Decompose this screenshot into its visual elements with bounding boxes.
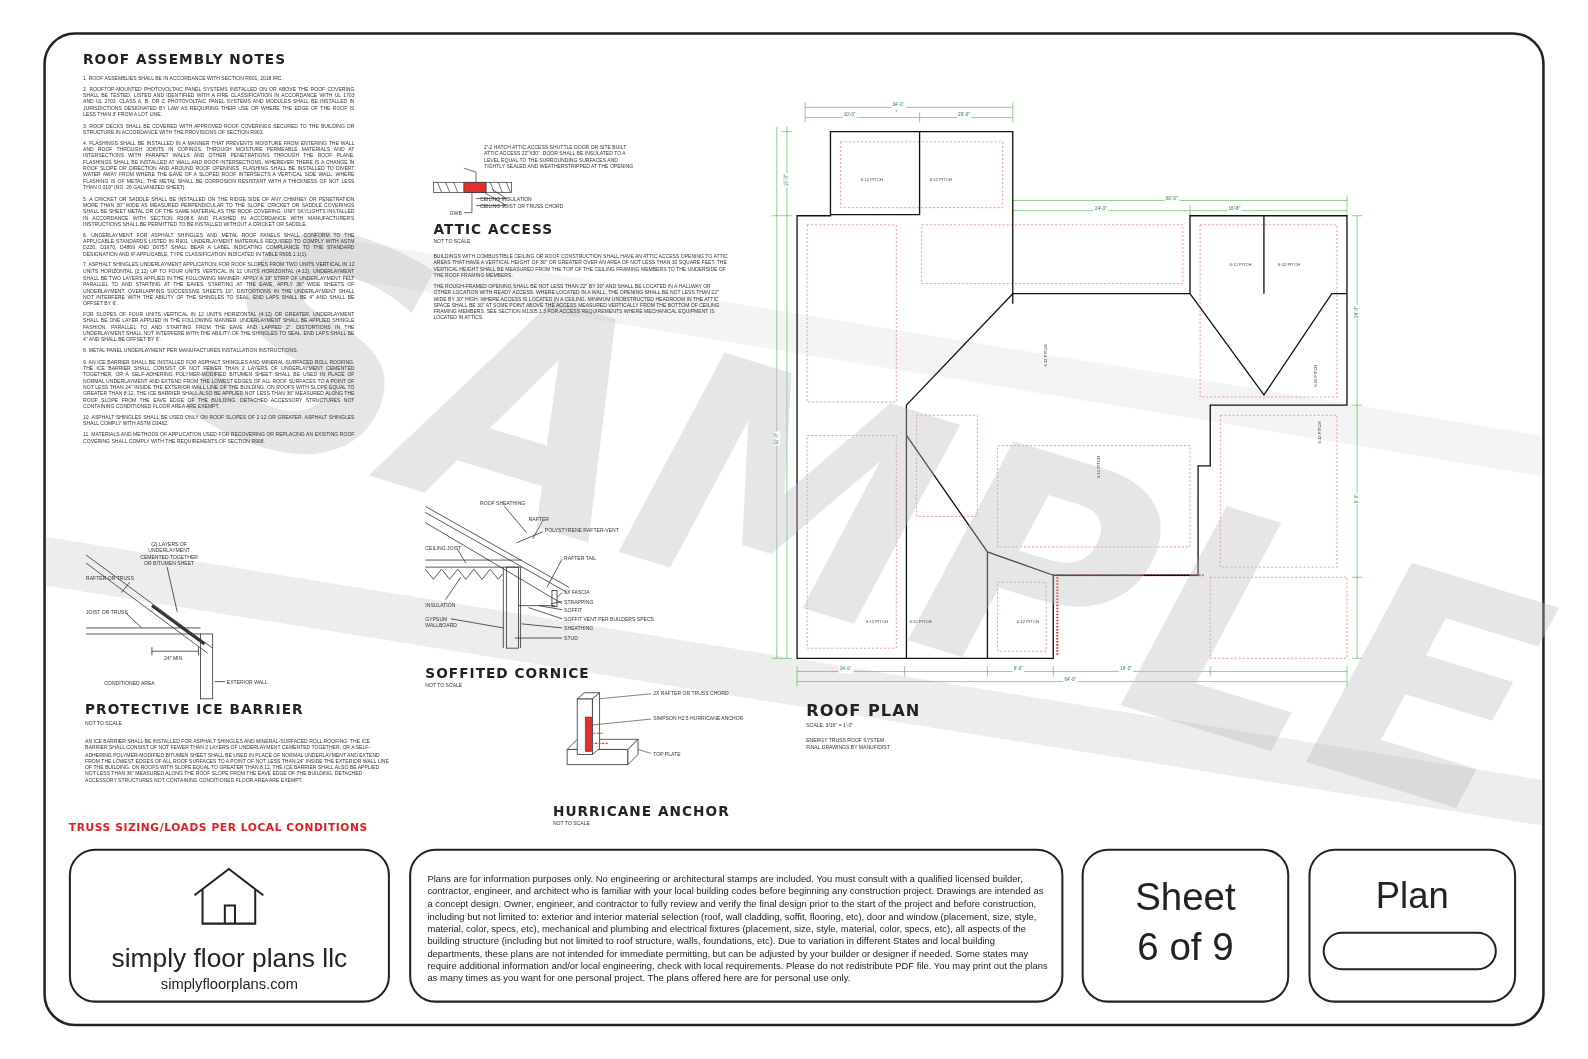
- pitch-label: 6:12 PITCH: [1317, 421, 1322, 443]
- callout-label: STUD: [564, 635, 578, 641]
- disclaimer-text: Plans are for information purposes only.…: [427, 873, 1049, 985]
- callout-label: RAFTER TAIL: [564, 555, 596, 561]
- section-title: ROOF ASSEMBLY NOTES: [83, 51, 286, 68]
- scale-note: SCALE: 3/16" = 1'-0": [806, 722, 853, 728]
- dimension-label: 92'-0": [774, 432, 780, 446]
- callout-label: SOFFIT VENT PER BUILDERS SPECS.: [564, 616, 655, 622]
- callout-note: 2'-2 HATCH ATTIC ACCESS SHUTTLE DOOR OR …: [484, 144, 636, 169]
- dimension-label: 6'-0": [1013, 666, 1024, 672]
- box-text: simplyfloorplans.com: [71, 976, 388, 993]
- pitch-label: 6:12 PITCH: [930, 177, 952, 182]
- plan-note: ENERGY TRUSS ROOF SYSTEM: [806, 737, 884, 743]
- pitch-label: 6:12 PITCH: [909, 619, 931, 624]
- callout-label: CEILING JOIST: [425, 545, 461, 551]
- dimension-label: 16'-0": [1119, 666, 1133, 672]
- dimension-label: 60'-0": [1165, 195, 1179, 201]
- callout-label: POLYSTYRENE RAFTER-VENT: [545, 527, 619, 533]
- callout-label: STRAPPING: [564, 599, 593, 605]
- drawing-label: 7. ASPHALT SHINGLES UNDERLAYMENT APPLICA…: [83, 262, 354, 307]
- warning-note: TRUSS SIZING/LOADS PER LOCAL CONDITIONS: [69, 821, 368, 834]
- drawing-label: 6. UNDERLAYMENT FOR ASPHALT SHINGLES AND…: [83, 232, 354, 258]
- drawing-label: 8. METAL PANEL UNDERLAYMENT PER MANUFACT…: [83, 347, 354, 353]
- callout-label: EXTERIOR WALL: [227, 679, 268, 685]
- detail-title: SOFFITED CORNICE: [425, 664, 589, 681]
- company-box: simply floor plans llc simplyfloorplans.c…: [69, 849, 390, 1003]
- detail-title: HURRICANE ANCHOR: [553, 803, 730, 820]
- pitch-label: 6:12 PITCH: [1043, 344, 1048, 366]
- pitch-label: 6:12 PITCH: [861, 177, 883, 182]
- drawing-label: FOR SLOPES OF FOUR UNITS VERTICAL IN 12 …: [83, 311, 354, 343]
- dimension-label: 9'-0": [1354, 493, 1360, 504]
- scale-note: NOT TO SCALE: [425, 682, 462, 688]
- plan-name-box: Plan: [1308, 849, 1516, 1003]
- drawing-label: 9. AN ICE BARRIER SHALL BE INSTALLED FOR…: [83, 358, 354, 409]
- drawing-label: 4. FLASHINGS SHALL BE INSTALLED IN A MAN…: [83, 140, 354, 191]
- callout-label: SHEATHING: [564, 625, 593, 631]
- scale-note: NOT TO SCALE: [85, 720, 122, 726]
- drawing-label: 1. ROOF ASSEMBLIES SHALL BE IN ACCORDANC…: [83, 75, 354, 81]
- pitch-label: 6:12 PITCH: [1017, 619, 1039, 624]
- house-icon: [188, 865, 269, 928]
- notes-column: 1. ROOF ASSEMBLIES SHALL BE IN ACCORDANC…: [83, 75, 354, 449]
- box-text: Sheet 6 of 9: [1125, 873, 1247, 973]
- dimension-label: 24" MIN: [164, 655, 182, 661]
- callout-label: GYPSUM WALLBOARD: [425, 616, 451, 629]
- callout-label: RAFTER OR TRUSS: [86, 575, 134, 581]
- plan-note: FINAL DRAWINGS BY MANUF/DIST: [806, 744, 890, 750]
- blank-field: [1323, 932, 1497, 970]
- box-text: simply floor plans llc: [71, 944, 388, 974]
- detail-title: ATTIC ACCESS: [433, 221, 553, 238]
- pitch-label: 6:12 PITCH: [1313, 365, 1318, 387]
- disclaimer-box: Plans are for information purposes only.…: [409, 849, 1063, 1003]
- callout-label: CEILING INSULATION: [480, 195, 532, 201]
- dimension-label: 24'-0": [1094, 206, 1108, 212]
- dimension-label: 15'-0": [784, 173, 790, 187]
- dimension-label: 64'-0": [1063, 677, 1077, 683]
- dimension-label: 24'-0": [1354, 305, 1360, 319]
- pitch-label: 6:12 PITCH: [1096, 456, 1101, 478]
- drawing-label: 3. ROOF DECKS SHALL BE COVERED WITH APPR…: [83, 122, 354, 135]
- dimension-label: 34'-0": [891, 102, 905, 108]
- pitch-label: 6:12 PITCH: [1278, 262, 1300, 267]
- detail-note: BUILDINGS WITH COMBUSTIBLE CEILING OR RO…: [433, 253, 729, 278]
- dimension-label: 10'-0": [843, 112, 857, 118]
- detail-note: THE ROUGH-FRAMED OPENING SHALL BE NOT LE…: [433, 283, 729, 321]
- callout-label: CEILING JOIST OR TRUSS CHORD: [480, 203, 563, 209]
- drawing-label: 5. A CRICKET OR SADDLE SHALL BE INSTALLE…: [83, 195, 354, 227]
- callout-label: INSULATION: [425, 602, 455, 608]
- dimension-label: 26'-0": [957, 112, 971, 118]
- detail-note: AN ICE BARRIER SHALL BE INSTALLED FOR AS…: [85, 738, 389, 782]
- callout-label: 1X FASCIA: [564, 589, 590, 595]
- drawing-label: 2. ROOFTOP-MOUNTED PHOTOVOLTAIC PANEL SY…: [83, 86, 354, 118]
- sheet-number-box: Sheet 6 of 9: [1082, 849, 1290, 1003]
- callout-label: GWB: [450, 210, 462, 216]
- plan-title: ROOF PLAN: [806, 701, 920, 721]
- callout-label: SIMPSON H2.5 HURRICANE ANCHOR: [653, 715, 743, 721]
- callout-label: JOIST OR TRUSS: [86, 609, 128, 615]
- drawing-label: 10. ASPHALT SHINGLES SHALL BE USED ONLY …: [83, 414, 354, 427]
- callout-label: TOP PLATE: [653, 750, 680, 756]
- callout-label: RAFTER: [529, 515, 549, 521]
- dimension-label: 34'-0": [839, 666, 853, 672]
- detail-title: PROTECTIVE ICE BARRIER: [85, 701, 303, 718]
- callout-label: ROOF SHEATHING: [480, 500, 525, 506]
- callout-label: SOFFIT: [564, 607, 582, 613]
- drawing-label: 11. MATERIALS AND METHODS OF APPLICATION…: [83, 431, 354, 444]
- scale-note: NOT TO SCALE: [433, 238, 470, 244]
- callout-label: 2X RAFTER OR TRUSS CHORD: [653, 690, 728, 696]
- callout-label: (2) LAYERS OF UNDERLAYMENT CEMENTED TOGE…: [140, 541, 199, 566]
- pitch-label: 6:12 PITCH: [1229, 262, 1251, 267]
- dimension-label: 16'-8": [1227, 206, 1241, 212]
- callout-label: CONDITIONED AREA: [104, 680, 154, 686]
- box-text: Plan: [1311, 875, 1515, 917]
- scale-note: NOT TO SCALE: [553, 820, 590, 826]
- pitch-label: 6:12 PITCH: [866, 619, 888, 624]
